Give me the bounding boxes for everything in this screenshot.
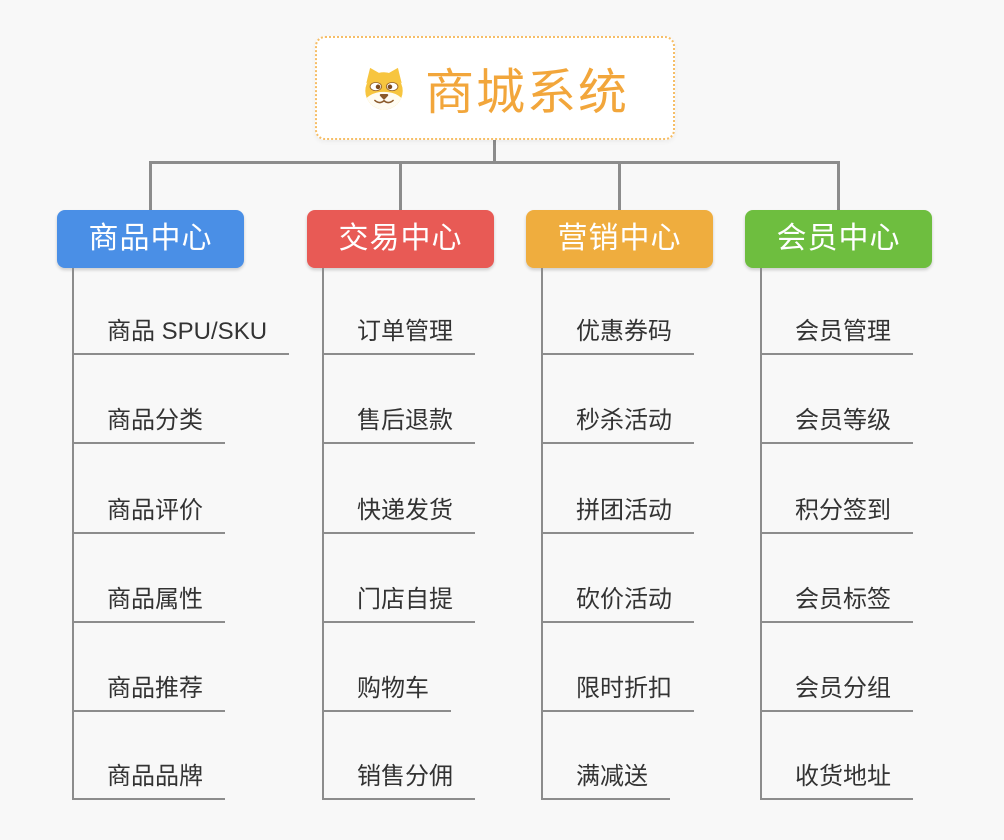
leaf-node[interactable]: 商品分类 bbox=[72, 408, 225, 444]
connector-drop-branch-2 bbox=[399, 161, 402, 210]
leaf-node[interactable]: 商品评价 bbox=[72, 498, 225, 534]
leaf-node[interactable]: 砍价活动 bbox=[541, 587, 694, 623]
dog-icon bbox=[365, 67, 403, 110]
leaf-node[interactable]: 限时折扣 bbox=[541, 676, 694, 712]
root-title: 商城系统 bbox=[424, 65, 629, 120]
leaf-node[interactable]: 会员分组 bbox=[760, 676, 913, 712]
connector-spine-branch-2 bbox=[322, 268, 324, 800]
connector-spine-branch-3 bbox=[541, 268, 543, 800]
leaf-node[interactable]: 商品属性 bbox=[72, 587, 225, 623]
connector-spine-branch-4 bbox=[760, 268, 762, 800]
leaf-node[interactable]: 商品 SPU/SKU bbox=[72, 319, 290, 355]
leaf-node[interactable]: 满减送 bbox=[541, 764, 670, 800]
leaf-node[interactable]: 门店自提 bbox=[322, 587, 475, 623]
leaf-node[interactable]: 优惠券码 bbox=[541, 319, 694, 355]
connector-bus bbox=[149, 161, 840, 164]
connector-spine-branch-1 bbox=[72, 268, 74, 800]
leaf-node[interactable]: 会员管理 bbox=[760, 319, 913, 355]
branch-node-product-center[interactable]: 商品中心 bbox=[57, 210, 244, 268]
leaf-node[interactable]: 销售分佣 bbox=[322, 764, 475, 800]
leaf-node[interactable]: 订单管理 bbox=[322, 319, 475, 355]
connector-drop-branch-4 bbox=[837, 161, 840, 210]
leaf-node[interactable]: 秒杀活动 bbox=[541, 408, 694, 444]
connector-root-stub bbox=[493, 138, 496, 164]
leaf-node[interactable]: 积分签到 bbox=[760, 498, 913, 534]
leaf-node[interactable]: 售后退款 bbox=[322, 408, 475, 444]
leaf-node[interactable]: 快递发货 bbox=[322, 498, 475, 534]
leaf-node[interactable]: 商品推荐 bbox=[72, 676, 225, 712]
leaf-node[interactable]: 商品品牌 bbox=[72, 764, 225, 800]
branch-node-trade-center[interactable]: 交易中心 bbox=[307, 210, 494, 268]
leaf-node[interactable]: 收货地址 bbox=[760, 764, 913, 800]
root-node[interactable]: 商城系统 bbox=[315, 36, 675, 140]
branch-node-marketing-center[interactable]: 营销中心 bbox=[526, 210, 713, 268]
leaf-node[interactable]: 会员标签 bbox=[760, 587, 913, 623]
branch-node-member-center[interactable]: 会员中心 bbox=[745, 210, 932, 268]
leaf-node[interactable]: 拼团活动 bbox=[541, 498, 694, 534]
connector-drop-branch-3 bbox=[618, 161, 621, 210]
connector-drop-branch-1 bbox=[149, 161, 152, 210]
leaf-node[interactable]: 购物车 bbox=[322, 676, 451, 712]
leaf-node[interactable]: 会员等级 bbox=[760, 408, 913, 444]
